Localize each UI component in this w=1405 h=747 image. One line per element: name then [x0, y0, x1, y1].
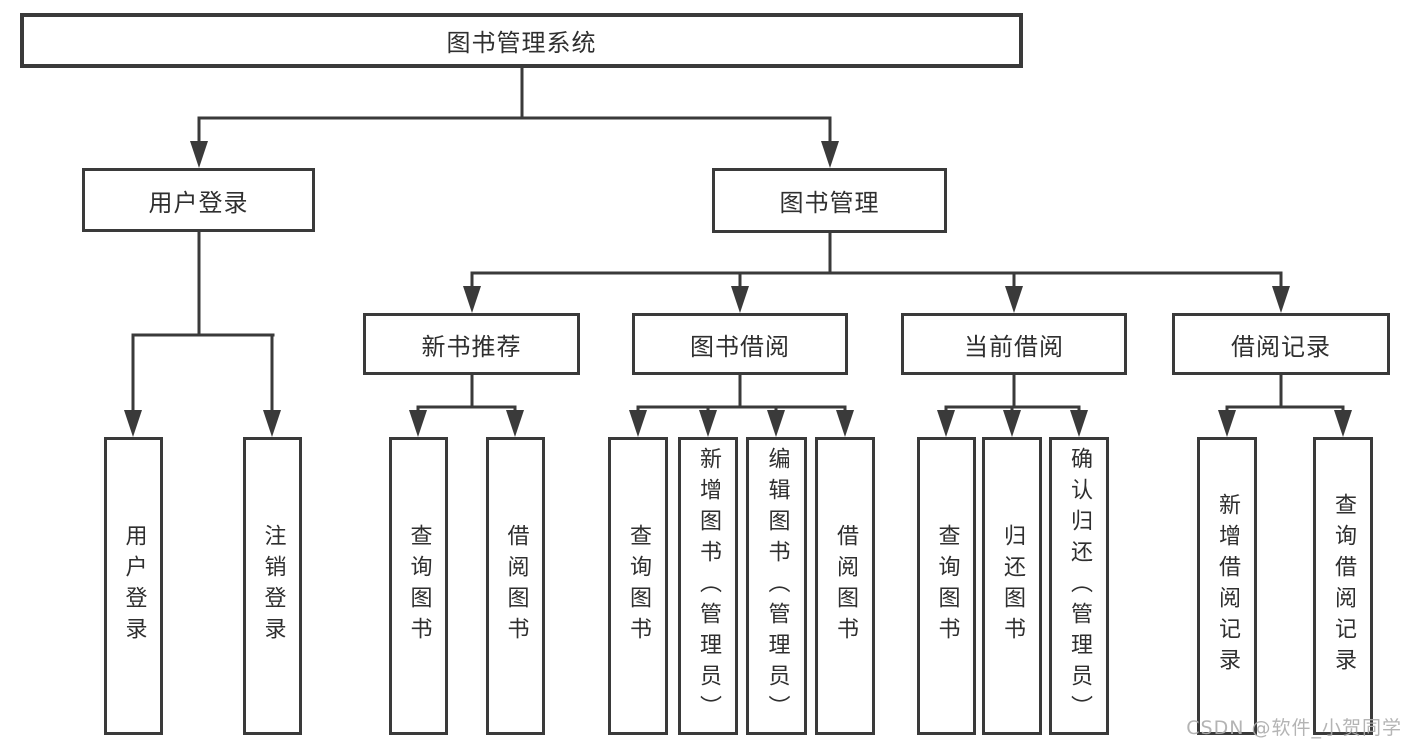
node-label: 用户登录: [148, 188, 249, 217]
leaf-label: 新增图书（管理员）: [696, 446, 721, 726]
leaf-add-borrow-record: 新增借阅记录: [1197, 437, 1257, 735]
leaf-label: 编辑图书（管理员）: [764, 446, 790, 726]
node-label: 当前借阅: [964, 332, 1064, 361]
node-label: 借阅记录: [1231, 332, 1331, 361]
leaf-confirm-return-admin: 确认归还（管理员）: [1049, 437, 1109, 735]
csdn-watermark: CSDN @软件_小贺同学: [1186, 717, 1402, 739]
leaf-label: 归还图书: [1000, 524, 1025, 648]
leaf-user-login: 用户登录: [104, 437, 163, 735]
node-book-management: 图书管理: [712, 168, 947, 233]
leaf-label: 新增借阅记录: [1215, 493, 1240, 679]
leaf-logout: 注销登录: [243, 437, 302, 735]
leaf-return-book: 归还图书: [982, 437, 1042, 735]
leaf-label: 查询图书: [406, 524, 432, 648]
leaf-label: 查询借阅记录: [1331, 493, 1356, 679]
leaf-label: 查询图书: [626, 524, 651, 648]
leaf-borrow-books: 借阅图书: [815, 437, 875, 735]
leaf-label: 借阅图书: [833, 524, 858, 648]
connector-paths: [131, 66, 1345, 416]
node-user-login: 用户登录: [82, 168, 315, 232]
node-label: 图书借阅: [690, 332, 790, 361]
leaf-label: 注销登录: [260, 524, 286, 648]
leaf-query-books-current: 查询图书: [917, 437, 976, 735]
node-book-borrowing: 图书借阅: [632, 313, 848, 375]
leaf-query-borrow-record: 查询借阅记录: [1313, 437, 1373, 735]
leaf-add-book-admin: 新增图书（管理员）: [678, 437, 738, 735]
leaf-query-books-recommend: 查询图书: [389, 437, 448, 735]
leaf-query-books-borrow: 查询图书: [608, 437, 668, 735]
leaf-label: 确认归还（管理员）: [1067, 446, 1092, 726]
node-borrowing-records: 借阅记录: [1172, 313, 1390, 375]
leaf-label: 查询图书: [934, 524, 960, 648]
node-label: 图书管理: [779, 189, 880, 217]
node-current-borrowing: 当前借阅: [901, 313, 1127, 375]
node-label: 新书推荐: [421, 332, 522, 361]
arrowheads: [124, 141, 1352, 437]
node-label: 图书管理系统: [446, 29, 597, 57]
leaf-edit-book-admin: 编辑图书（管理员）: [746, 437, 807, 735]
leaf-label: 借阅图书: [503, 524, 529, 648]
node-new-book-recommendation: 新书推荐: [363, 313, 580, 375]
leaf-borrow-books-recommend: 借阅图书: [486, 437, 545, 735]
node-library-management-system: 图书管理系统: [20, 13, 1023, 68]
leaf-label: 用户登录: [121, 524, 147, 648]
